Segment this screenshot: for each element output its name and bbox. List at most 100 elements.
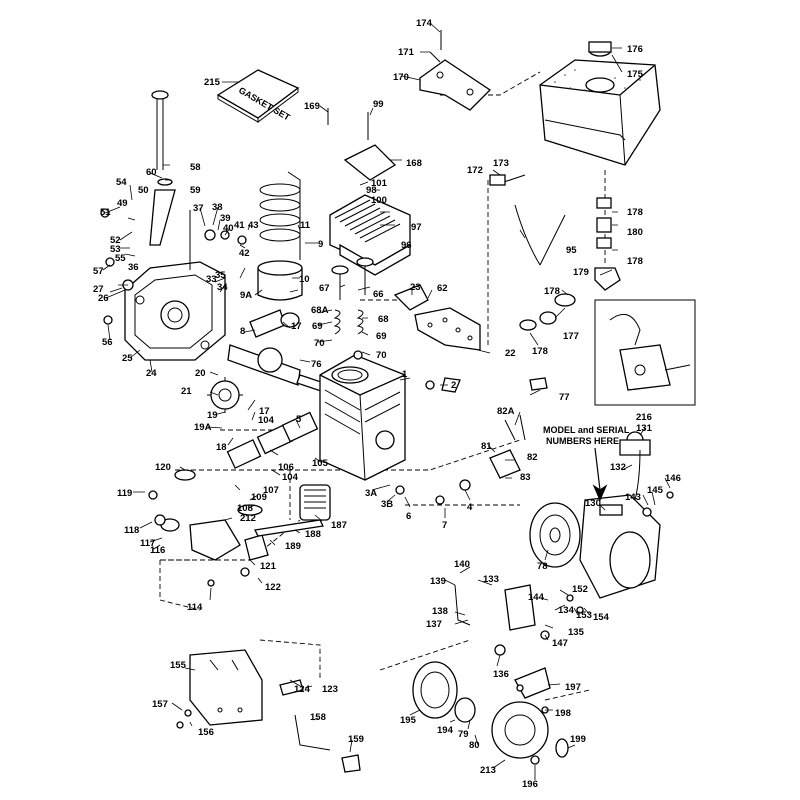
part-label: 139 bbox=[430, 576, 446, 587]
part-label: 17 bbox=[259, 406, 270, 417]
part-label: 77 bbox=[559, 392, 570, 403]
part-label: 1 bbox=[402, 369, 408, 380]
part-label: 76 bbox=[311, 359, 322, 370]
part-label: 131 bbox=[636, 423, 653, 434]
part-label: 38 bbox=[212, 202, 223, 213]
part-label: 132 bbox=[610, 462, 626, 473]
part-label: 18 bbox=[216, 442, 227, 453]
part-label: 109 bbox=[251, 492, 267, 503]
part-label: 39 bbox=[220, 213, 231, 224]
control-bracket bbox=[454, 584, 536, 631]
part-label: 119 bbox=[117, 488, 132, 499]
part-label: 9A bbox=[240, 290, 252, 301]
control-shroud bbox=[189, 649, 263, 726]
part-label: 107 bbox=[263, 485, 279, 496]
part-label: 37 bbox=[193, 203, 204, 214]
part-label: 130 bbox=[585, 498, 601, 509]
part-label: 104 bbox=[282, 472, 299, 483]
part-label: 55 bbox=[115, 253, 126, 264]
part-label: 80 bbox=[469, 740, 480, 751]
part-label: 3B bbox=[381, 499, 393, 510]
small-hardware bbox=[100, 108, 674, 765]
part-label: 196 bbox=[522, 779, 538, 790]
part-label: 98 bbox=[366, 185, 377, 196]
part-label: 8 bbox=[240, 326, 245, 337]
part-label: 197 bbox=[565, 682, 581, 693]
part-label: 7 bbox=[442, 520, 447, 531]
tank-bracket bbox=[419, 30, 492, 111]
part-label: 136 bbox=[493, 669, 509, 680]
fuel-tank bbox=[539, 41, 661, 166]
part-label: 70 bbox=[376, 350, 387, 361]
cylinder-head bbox=[329, 144, 411, 276]
part-label: 215 bbox=[204, 77, 221, 88]
part-label: 144 bbox=[528, 592, 545, 603]
part-label: 122 bbox=[265, 582, 281, 593]
part-label: 57 bbox=[93, 266, 104, 277]
model-serial-note: MODEL and SERIAL NUMBERS HERE bbox=[543, 425, 630, 502]
part-label: 19A bbox=[194, 422, 212, 433]
part-label: 158 bbox=[310, 712, 326, 723]
part-label: 52 bbox=[110, 235, 121, 246]
part-label: 22 bbox=[505, 348, 516, 359]
part-label: 42 bbox=[239, 248, 250, 259]
part-label: 25 bbox=[122, 353, 133, 364]
part-label: 121 bbox=[260, 561, 277, 572]
part-label: 156 bbox=[198, 727, 214, 738]
part-label: 33 bbox=[206, 274, 217, 285]
part-label: 3A bbox=[365, 488, 377, 499]
part-label: 95 bbox=[566, 245, 577, 256]
part-label: 82A bbox=[497, 406, 515, 417]
part-label: 58 bbox=[190, 162, 201, 173]
part-label: 171 bbox=[398, 47, 415, 58]
part-label: 49 bbox=[117, 198, 128, 209]
part-label: 114 bbox=[187, 602, 203, 613]
part-label: 118 bbox=[124, 525, 139, 536]
part-label: 36 bbox=[128, 262, 139, 273]
part-label: 135 bbox=[568, 627, 585, 638]
part-label: 195 bbox=[400, 715, 417, 726]
part-label: 53 bbox=[110, 244, 121, 255]
part-label: 21 bbox=[181, 386, 192, 397]
part-label: 27 bbox=[93, 284, 104, 295]
part-label: 56 bbox=[102, 337, 113, 348]
part-label: 4 bbox=[467, 502, 473, 513]
part-label: 68A bbox=[311, 305, 329, 316]
part-label: 140 bbox=[454, 559, 470, 570]
muffler-shield bbox=[393, 284, 481, 351]
part-label: 188 bbox=[305, 529, 321, 540]
part-label: 154 bbox=[593, 612, 610, 623]
part-label: 216 bbox=[636, 412, 652, 423]
part-label: 143 bbox=[625, 492, 641, 503]
part-label: 43 bbox=[248, 220, 259, 231]
choke-handle bbox=[294, 714, 361, 773]
part-label: 123 bbox=[322, 684, 338, 695]
inset-detail bbox=[594, 299, 696, 406]
leader-lines bbox=[102, 22, 671, 780]
part-label: 35 bbox=[215, 270, 226, 281]
part-labels: 174 171 170 176 175 215 169 99 168 101 9… bbox=[93, 18, 681, 790]
part-label: 51 bbox=[100, 207, 111, 218]
crankshaft bbox=[227, 309, 346, 399]
part-label: 170 bbox=[393, 72, 409, 83]
part-label: 145 bbox=[647, 485, 664, 496]
part-label: 100 bbox=[371, 195, 387, 206]
fuel-line-fittings bbox=[519, 197, 621, 331]
part-label: 54 bbox=[116, 177, 127, 188]
part-label: 173 bbox=[493, 158, 509, 169]
part-label: 105 bbox=[312, 458, 329, 469]
part-label: 79 bbox=[458, 729, 469, 740]
part-label: 106 bbox=[278, 462, 294, 473]
part-label: 157 bbox=[152, 699, 168, 710]
engine-block bbox=[319, 354, 406, 481]
part-label: 6 bbox=[406, 511, 411, 522]
part-label: 168 bbox=[406, 158, 422, 169]
part-label: 174 bbox=[416, 18, 433, 29]
part-label: 26 bbox=[98, 293, 109, 304]
part-label: 198 bbox=[555, 708, 571, 719]
part-label: 153 bbox=[576, 610, 592, 621]
part-label: 40 bbox=[223, 223, 234, 234]
part-label: 178 bbox=[627, 256, 643, 267]
flywheel bbox=[529, 502, 581, 568]
